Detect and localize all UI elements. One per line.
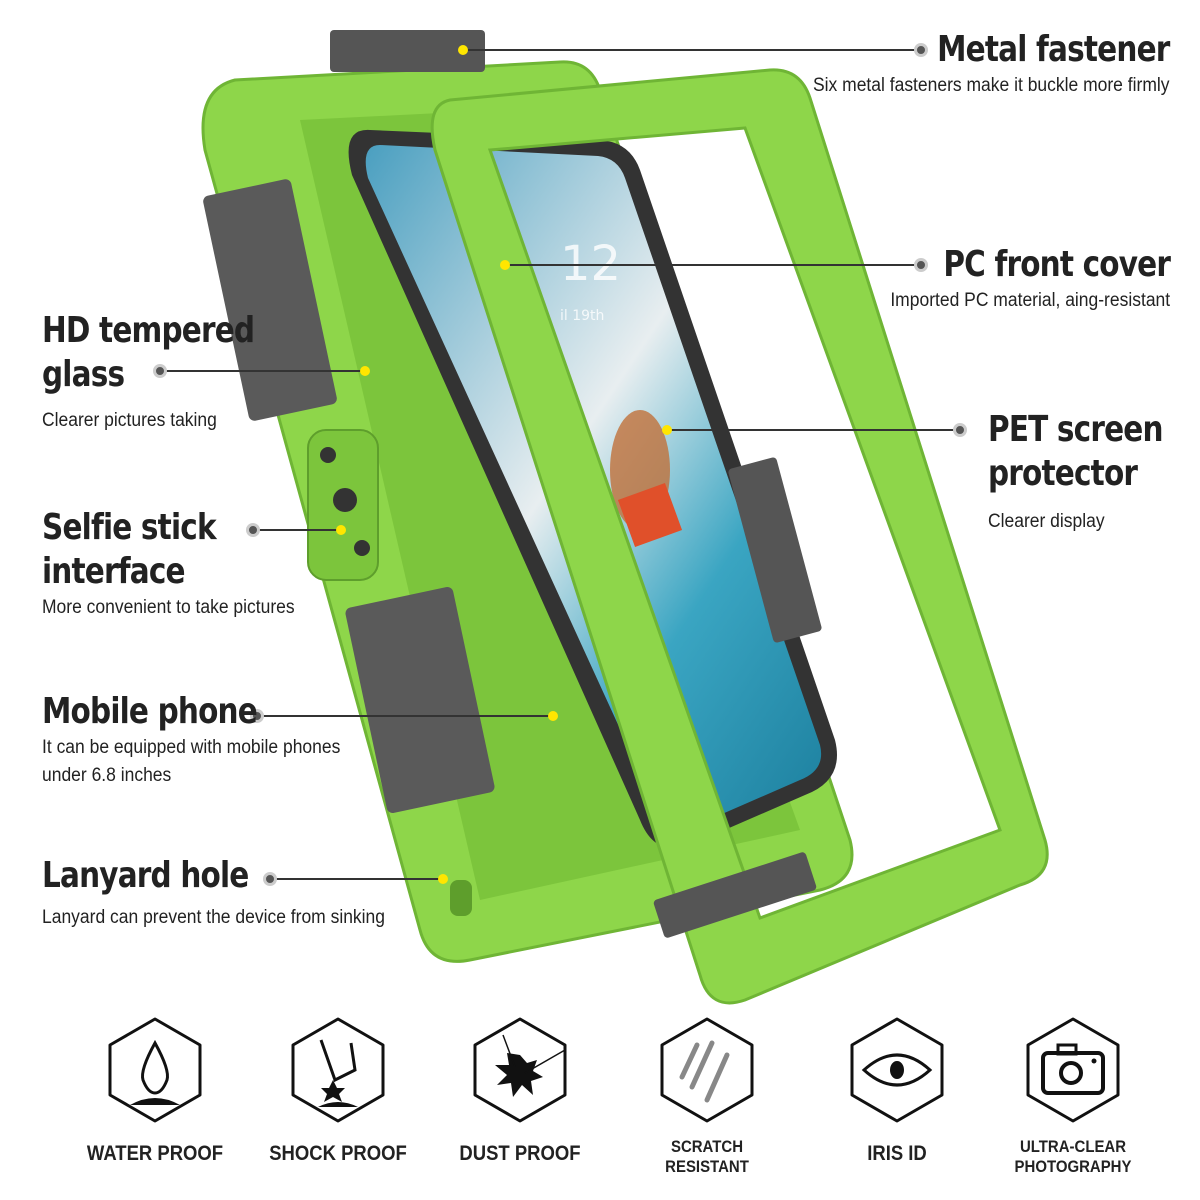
callout-subtitle: under 6.8 inches: [42, 765, 172, 786]
callout-title: protector: [988, 453, 1138, 494]
feature-label: IRIS ID: [867, 1142, 927, 1165]
callout-title: Selfie stick: [42, 507, 217, 548]
callout-title: Metal fastener: [937, 29, 1171, 70]
feature-water-proof: WATER PROOF: [70, 1015, 240, 1165]
callout-subtitle: Clearer display: [988, 511, 1105, 532]
feature-label-line: ULTRA-CLEAR: [1019, 1137, 1127, 1156]
callout-title: interface: [42, 551, 186, 592]
callout-title: PC front cover: [943, 244, 1171, 285]
feature-dust-proof: DUST PROOF: [435, 1015, 605, 1165]
phone-date: il 19th: [560, 308, 604, 324]
callout-title: PET screen: [988, 409, 1164, 450]
callout-title: HD tempered: [42, 310, 255, 351]
scratch-icon: [660, 1017, 754, 1123]
callout-selfie-stick-interface: Selfie stick interface More convenient t…: [42, 506, 317, 622]
callout-hd-tempered-glass: HD tempered glass Clearer pictures takin…: [42, 309, 301, 435]
feature-iris-id: IRIS ID: [812, 1015, 982, 1165]
pc-front-cover: [430, 68, 1049, 1005]
callout-subtitle: More convenient to take pictures: [42, 597, 295, 618]
lanyard-hole: [450, 880, 472, 916]
feature-label: WATER PROOF: [86, 1142, 224, 1165]
feature-label: DUST PROOF: [459, 1142, 581, 1165]
callout-pet-screen-protector: PET screen protector Clearer display: [988, 408, 1200, 536]
dust-splat-icon: [473, 1017, 567, 1123]
callout-title: glass: [42, 354, 125, 395]
callout-title: Mobile phone: [42, 691, 258, 732]
metal-fastener: [330, 30, 485, 72]
shock-icon: [291, 1017, 385, 1123]
feature-label-line: SCRATCH: [670, 1137, 744, 1156]
callout-lanyard-hole: Lanyard hole Lanyard can prevent the dev…: [42, 854, 415, 932]
feature-label: SHOCK PROOF: [269, 1142, 407, 1165]
feature-label-line: PHOTOGRAPHY: [1014, 1157, 1132, 1176]
waterproof-case-illustration: 12 il 19th: [201, 30, 1049, 1005]
feature-label-line: RESISTANT: [665, 1157, 749, 1176]
callout-pc-front-cover: PC front cover Imported PC material, ain…: [866, 243, 1171, 315]
camera-icon: [1026, 1017, 1120, 1123]
callout-subtitle: Lanyard can prevent the device from sink…: [42, 907, 386, 928]
callout-title: Lanyard hole: [42, 855, 249, 896]
water-drop-icon: [108, 1017, 202, 1123]
callout-subtitle: It can be equipped with mobile phones: [42, 737, 341, 758]
callout-mobile-phone: Mobile phone It can be equipped with mob…: [42, 690, 366, 790]
feature-shock-proof: SHOCK PROOF: [253, 1015, 423, 1165]
callout-subtitle: Six metal fasteners make it buckle more …: [813, 75, 1170, 96]
callout-metal-fastener: Metal fastener Six metal fasteners make …: [782, 28, 1170, 100]
callout-subtitle: Imported PC material, aing-resistant: [890, 290, 1170, 311]
callout-subtitle: Clearer pictures taking: [42, 410, 217, 431]
eye-icon: [850, 1017, 944, 1123]
